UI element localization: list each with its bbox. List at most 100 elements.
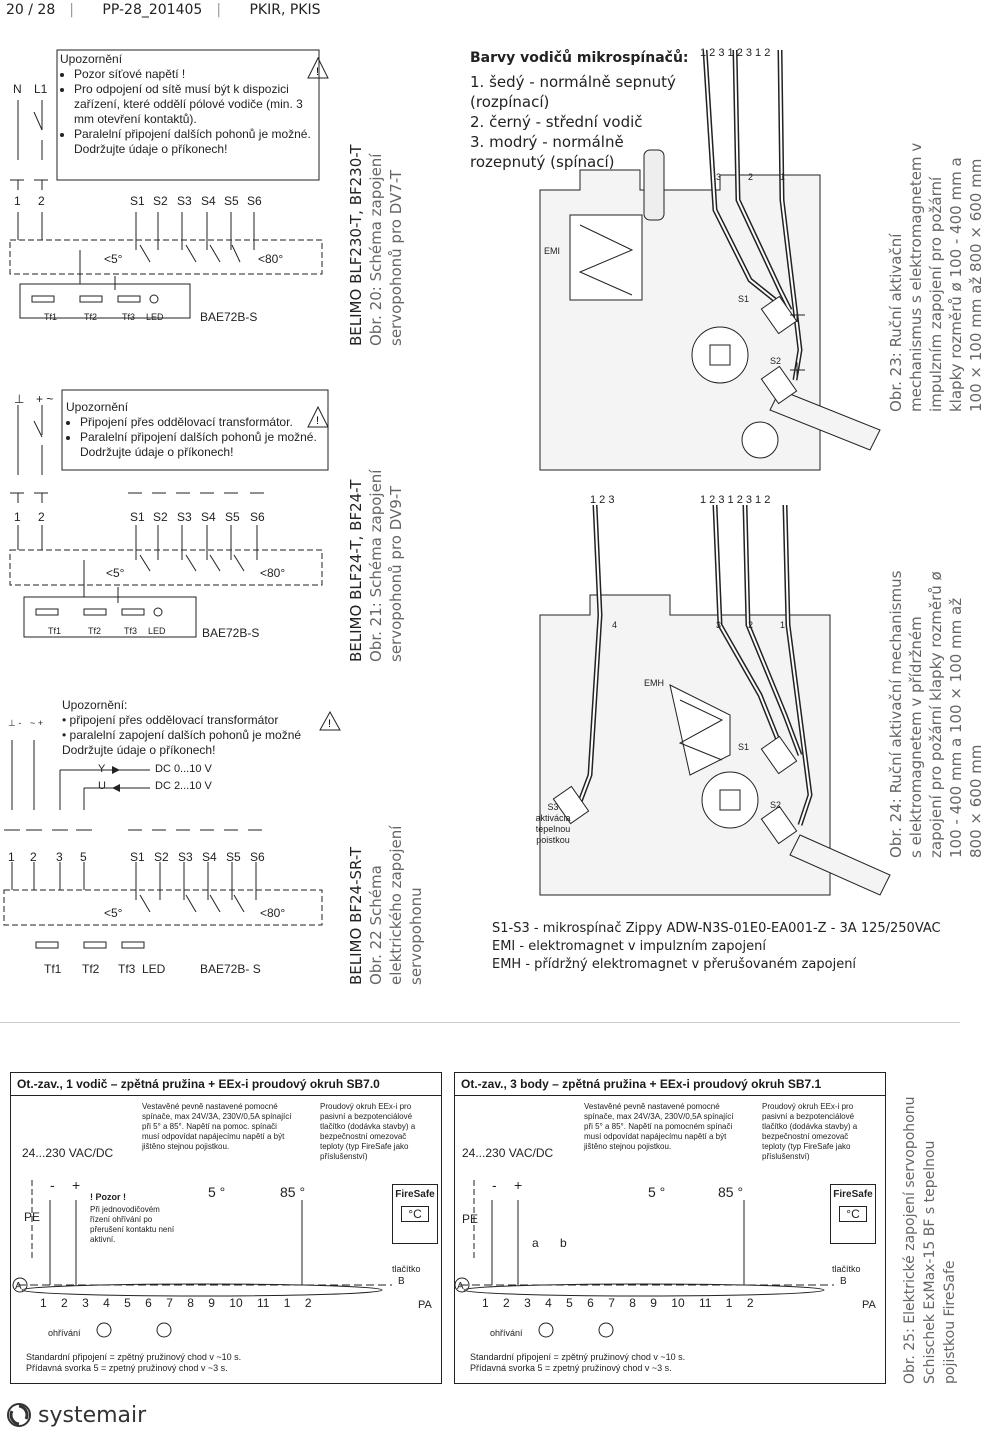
mech2-top-right: 1 2 3 1 2 3 1 2: [700, 494, 771, 506]
mech2-inner-number: 1: [780, 620, 786, 630]
mech1-label-s2: S2: [770, 356, 782, 366]
model-label: BAE72B-S: [202, 626, 260, 640]
terminal-label: 1: [8, 850, 15, 864]
part-label: Tf3: [122, 312, 136, 322]
wire-color-item: 3. modrý - normálně rozepnutý (spínací): [470, 133, 624, 171]
logo-text: systemair: [38, 1402, 147, 1428]
diagram2-caption-title: BELIMO BLF24-T, BF24-T: [347, 479, 365, 662]
switch-label: S6: [250, 850, 265, 864]
box-right-angle: 5 °: [648, 1184, 666, 1200]
switch-label: S5: [226, 850, 241, 864]
warning-item: Pozor síťové napětí !: [74, 67, 320, 82]
angle-low: <5°: [104, 252, 123, 266]
mech2-caption: Obr. 24: Ruční aktivační mechanismus s e…: [887, 570, 985, 858]
box-right-foot1: Standardní připojení = zpětný pružinový …: [470, 1352, 686, 1362]
warning-item: Připojení přes oddělovací transformátor.: [80, 415, 326, 430]
logo-swirl-icon: [7, 1403, 31, 1427]
box-left-wiring: A B - +: [12, 1177, 405, 1338]
terminal-label: L1: [34, 82, 48, 96]
box-right-title: Ot.-zav., 3 body – zpětná pružina + EEx-…: [455, 1073, 885, 1096]
mech2-label-s2: S2: [770, 800, 782, 810]
terminal-label: 2: [30, 850, 37, 864]
switch-label: S3: [177, 510, 192, 524]
terminal-label: ⊥ -: [8, 718, 22, 728]
diagram3-caption-title: BELIMO BF24-SR-T: [347, 846, 365, 985]
page-header: 20 / 28| PP-28_201405| PKIR, PKIS: [6, 2, 321, 18]
warning-title: Upozornění: [66, 400, 129, 414]
wire-colors: Barvy vodičů mikrospínačů: 1. šedý - nor…: [470, 48, 702, 172]
box-left-firesafe: FireSafe °C: [392, 1184, 438, 1244]
switch-label: S6: [247, 194, 262, 208]
diagram1-schematic: !: [9, 49, 329, 319]
diagram2-schematic: !: [9, 389, 329, 638]
signal-name: U: [98, 780, 106, 792]
wire-color-item: 1. šedý - normálně sepnutý (rozpínací): [470, 73, 676, 111]
warning-title: Upozornění: [60, 52, 123, 66]
angle-low: <5°: [106, 566, 125, 580]
warning-item: Paralelní připojení dalších pohonů je mo…: [74, 127, 320, 157]
box-left-desc1: Vestavěné pevně nastavené pomocné spínač…: [142, 1102, 292, 1151]
mech1-label-s1: S1: [738, 294, 750, 304]
svg-text:A: A: [457, 1281, 464, 1292]
box-left-warn: ! Pozor !: [90, 1192, 126, 1202]
mech1-top-numbers: 1 2 3 1 2 3 1 2: [700, 47, 771, 59]
mech2-label-emh: EMH: [644, 678, 664, 688]
svg-text:B: B: [840, 1276, 847, 1287]
svg-text:A: A: [15, 1281, 22, 1292]
mech1-label-emi: EMI: [544, 246, 561, 256]
warning-note: Dodržujte údaje o příkonech!: [62, 743, 216, 757]
diagram1-caption-title: BELIMO BLF230-T, BF230-T: [347, 144, 365, 346]
box-left-terminals: 1 2 3 4 5 6 7 8 9 10 11 1 2: [40, 1296, 312, 1310]
svg-text:-: -: [492, 1177, 497, 1193]
svg-text:+: +: [72, 1177, 80, 1193]
mechanism2-drawing: [539, 504, 891, 896]
part-label: LED: [142, 962, 166, 976]
diagram3-schematic: !: [3, 710, 341, 949]
warning-item: Pro odpojení od sítě musí být k dispozic…: [74, 82, 320, 127]
part-label: Tf3: [124, 626, 138, 636]
box-left-angle: 85 °: [280, 1184, 306, 1200]
svg-text:B: B: [398, 1276, 405, 1287]
box-left-angle: 5 °: [208, 1184, 226, 1200]
mech1-caption: Obr. 23: Ruční aktivační mechanismus s e…: [887, 142, 985, 412]
warning-triangle-icon: [307, 405, 329, 428]
systemair-logo: systemair: [6, 1402, 146, 1428]
part-label: Tf1: [44, 962, 62, 976]
switch-label: S1: [130, 194, 145, 208]
part-label: LED: [146, 312, 164, 322]
switch-label: S1: [130, 850, 145, 864]
terminal-label: 1: [14, 510, 21, 524]
box-left-button-label: tlačítko: [392, 1264, 421, 1274]
terminal-label: ~ +: [30, 718, 44, 728]
angle-high: <80°: [260, 906, 286, 920]
switch-label: S4: [202, 850, 217, 864]
switch-label: S1: [130, 510, 145, 524]
box-right-desc1: Vestavěné pevně nastavené pomocné spínač…: [584, 1102, 734, 1151]
part-label: Tf2: [88, 626, 102, 636]
svg-text:!: !: [316, 66, 319, 78]
box-right-pa: PA: [862, 1299, 876, 1311]
legend-item: EMI - elektromagnet v impulzním zapojení: [492, 939, 766, 954]
part-label: Tf1: [48, 626, 62, 636]
box-left-foot1: Standardní připojení = zpětný pružinový …: [26, 1352, 242, 1362]
mech2-inner-number: 3: [716, 620, 722, 630]
model-label: BAE72B- S: [200, 962, 261, 976]
mech1-inner-number: 2: [748, 172, 754, 182]
svg-text:+: +: [514, 1177, 522, 1193]
legend-item: S1-S3 - mikrospínač Zippy ADW-N3S-01E0-E…: [492, 921, 941, 936]
angle-low: <5°: [104, 906, 123, 920]
angle-high: <80°: [260, 566, 286, 580]
terminal-label: 1: [14, 194, 21, 208]
wire-color-item: 2. černý - střední vodič: [470, 113, 643, 131]
angle-high: <80°: [258, 252, 284, 266]
warning-triangle-icon: [307, 56, 329, 79]
diagram1-caption-sub: Obr. 20: Schéma zapojení servopohonů pro…: [367, 153, 405, 346]
switch-label: S5: [225, 510, 240, 524]
box-right-heating: ohřívání: [490, 1328, 523, 1338]
switch-label: S5: [224, 194, 239, 208]
section-divider: [0, 1022, 960, 1023]
mech2-label-s3: S3 aktivácia tepelnou poistkou: [535, 802, 571, 845]
box-left-pa: PA: [418, 1299, 432, 1311]
model-label: BAE72B-S: [200, 310, 258, 324]
diagram3-caption-sub: Obr. 22 Schéma elektrického zapojení ser…: [367, 825, 425, 985]
